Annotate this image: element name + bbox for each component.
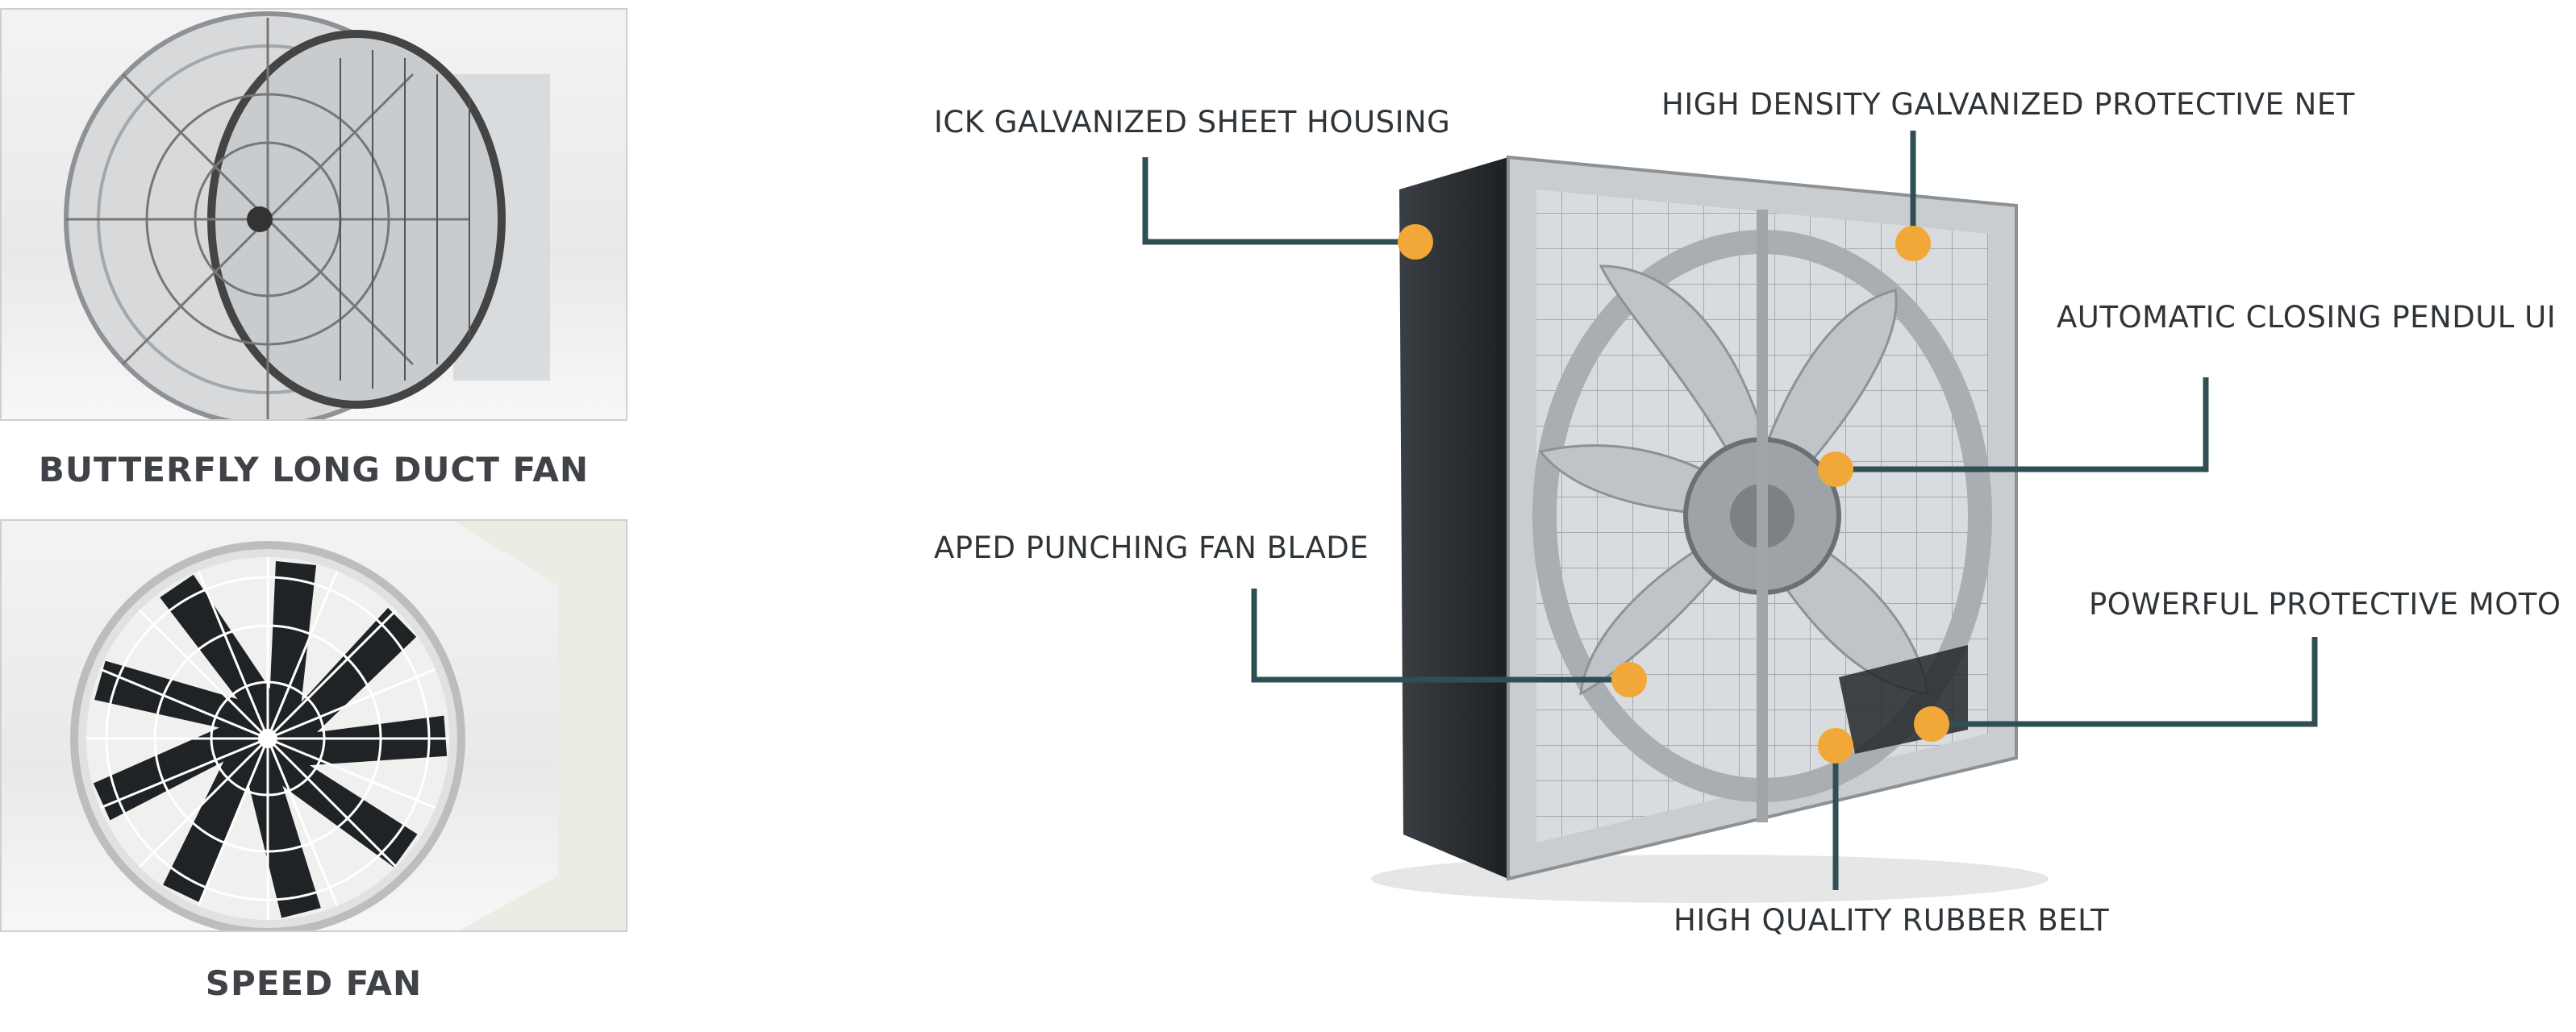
butterfly-fan-image	[0, 8, 627, 421]
speed-fan-grill-spoke	[266, 738, 339, 907]
speed-fan-blade	[268, 607, 417, 741]
speed-fan-blade	[268, 561, 316, 739]
callout-dot-housing	[1398, 224, 1433, 260]
callout-line-housing	[1142, 157, 1415, 245]
speed-fan-blade	[93, 722, 268, 821]
speed-fan-image	[0, 519, 627, 932]
speed-fan-blade	[163, 739, 268, 903]
housing-side	[1399, 157, 1508, 879]
butterfly-fan-caption: BUTTERFLY LONG DUCT FAN	[38, 450, 590, 489]
speed-fan-caption: SPEED FAN	[205, 963, 423, 1003]
callout-dot-pendulum	[1818, 452, 1853, 487]
speed-fan-grill-spoke	[99, 668, 269, 740]
callout-pendulum-label: AUTOMATIC CLOSING PENDUL UI	[2057, 300, 2557, 335]
speed-fan-grill-spoke	[138, 737, 269, 868]
speed-fan-grill-spoke	[266, 737, 398, 868]
callout-blade-label: APED PUNCHING FAN BLADE	[934, 531, 1369, 565]
callout-dot-blade	[1611, 662, 1647, 697]
callout-line-blade	[1251, 589, 1629, 683]
callout-belt-label: HIGH QUALITY RUBBER BELT	[1674, 903, 2110, 938]
speed-fan-grill-spoke	[197, 738, 269, 907]
callout-dot-motor	[1914, 706, 1949, 742]
speed-fan-grill-spoke	[99, 737, 269, 809]
speed-fan-grill-spoke	[267, 737, 436, 809]
speed-fan-grill-ring	[153, 624, 382, 853]
speed-fan-blade	[268, 739, 418, 868]
speed-fan-grill-spoke	[197, 570, 269, 739]
speed-fan-grill-spoke	[266, 609, 398, 740]
callout-housing-label: ICK GALVANIZED SHEET HOUSING	[934, 105, 1451, 139]
callout-dot-belt	[1818, 728, 1853, 764]
speed-fan-grill-ring	[105, 576, 431, 901]
callout-motor-label: POWERFUL PROTECTIVE MOTOI	[2089, 587, 2561, 622]
speed-fan-grill-spoke	[138, 609, 269, 740]
speed-fan-blade	[94, 660, 268, 739]
speed-fan-blade	[268, 715, 448, 767]
callout-line-pendulum	[1836, 377, 2209, 472]
speed-fan-blade	[160, 574, 277, 739]
callout-dot-net	[1895, 226, 1931, 261]
speed-fan-grill-spoke	[267, 668, 436, 740]
callout-line-motor	[1932, 637, 2318, 727]
speed-fan-grill-spoke	[266, 570, 339, 739]
speed-fan-grill-ring	[210, 680, 326, 797]
callout-net-label: HIGH DENSITY GALVANIZED PROTECTIVE NET	[1661, 87, 2355, 122]
speed-fan-blade	[245, 739, 321, 918]
